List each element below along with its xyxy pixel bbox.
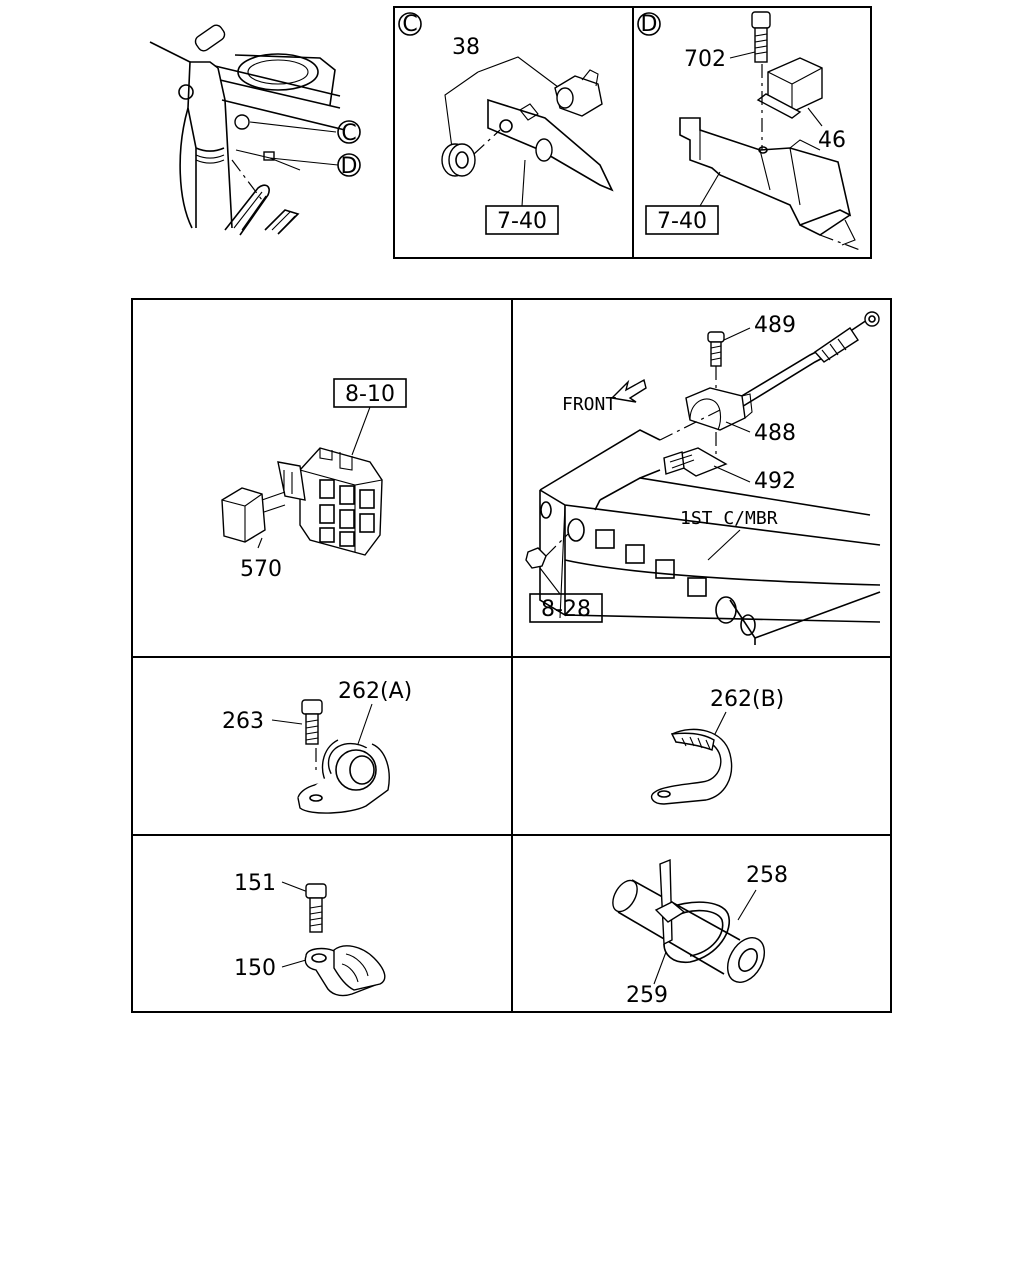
label-488: 488 bbox=[754, 421, 796, 446]
detail-c: C 38 7-40 bbox=[398, 12, 614, 235]
panel-clip-262b: 262(B) bbox=[650, 687, 784, 805]
label-263: 263 bbox=[222, 709, 264, 734]
label-38: 38 bbox=[452, 35, 480, 60]
detail-d: D 702 46 7-40 bbox=[637, 11, 861, 251]
ref-7-40-d: 7-40 bbox=[657, 209, 707, 234]
parts-grid bbox=[131, 298, 892, 1013]
label-570: 570 bbox=[240, 557, 282, 582]
detail-c-letter: C bbox=[402, 12, 417, 37]
callout-c-letter: C bbox=[341, 121, 356, 146]
label-489: 489 bbox=[754, 313, 796, 338]
detail-d-letter: D bbox=[641, 12, 658, 37]
label-259: 259 bbox=[626, 983, 668, 1008]
label-262b: 262(B) bbox=[710, 687, 784, 712]
label-150: 150 bbox=[234, 956, 276, 981]
label-151: 151 bbox=[234, 871, 276, 896]
crossmember-label: 1ST C/MBR bbox=[680, 508, 778, 529]
panel-hose-tie: 258 259 bbox=[612, 858, 788, 1008]
label-262a: 262(A) bbox=[338, 679, 412, 704]
callout-d: D bbox=[337, 153, 361, 179]
detail-cd-frame bbox=[393, 6, 872, 259]
ref-8-10: 8-10 bbox=[345, 382, 395, 407]
panel-clip-262a: 263 262(A) bbox=[222, 679, 412, 814]
callout-d-letter: D bbox=[341, 154, 358, 179]
front-label: FRONT bbox=[562, 394, 616, 415]
label-258: 258 bbox=[746, 863, 788, 888]
ref-8-28: 8-28 bbox=[541, 597, 591, 622]
panel-relay-block: 8-10 570 bbox=[221, 378, 407, 582]
label-46: 46 bbox=[818, 128, 846, 153]
panel-crossmember: FRONT 489 488 492 bbox=[525, 311, 881, 645]
callout-c: C bbox=[337, 120, 361, 146]
panel-clip-150: 151 150 bbox=[234, 871, 386, 997]
label-492: 492 bbox=[754, 469, 796, 494]
ref-7-40-c: 7-40 bbox=[497, 209, 547, 234]
overview-cab-view bbox=[149, 24, 346, 236]
label-702: 702 bbox=[684, 47, 726, 72]
